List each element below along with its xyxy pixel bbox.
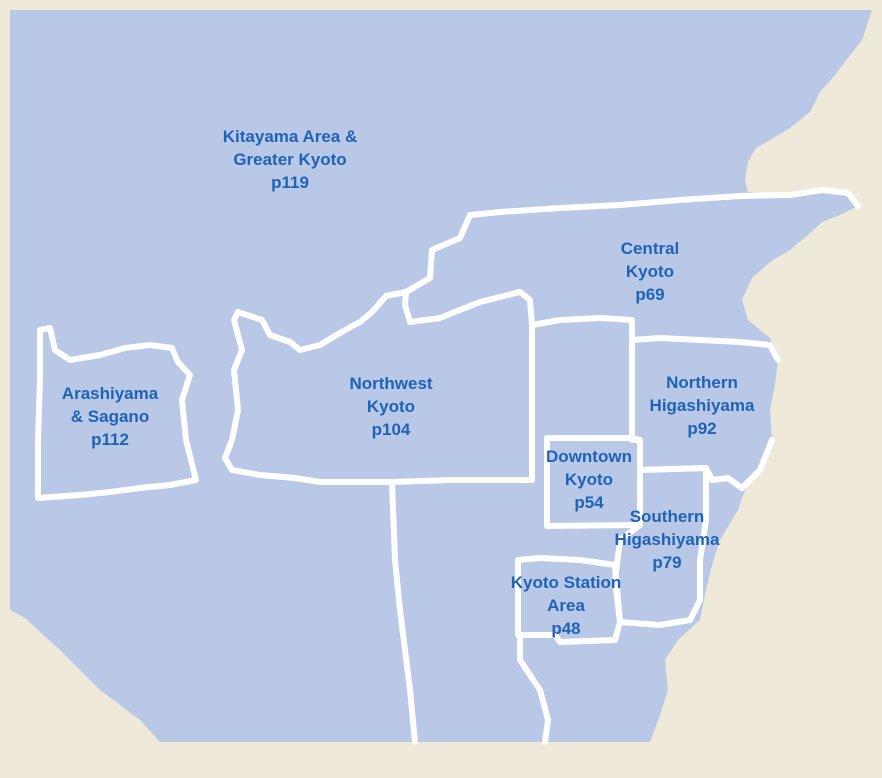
downtown-label-1: Downtown bbox=[546, 447, 632, 466]
central-label-2: Kyoto bbox=[626, 262, 674, 281]
arashiyama-label-2: & Sagano bbox=[71, 407, 149, 426]
boundary-kyoto-station bbox=[515, 555, 623, 645]
southern-higashiyama-page: p79 bbox=[652, 553, 681, 572]
boundary-river bbox=[517, 632, 551, 745]
region-northwest[interactable]: Northwest Kyoto p104 bbox=[349, 374, 432, 439]
northern-higashiyama-label-2: Higashiyama bbox=[650, 396, 755, 415]
downtown-label-2: Kyoto bbox=[565, 470, 613, 489]
boundary-northwest bbox=[222, 289, 535, 485]
boundary-central-north bbox=[403, 187, 861, 295]
central-label-1: Central bbox=[621, 239, 680, 258]
southern-higashiyama-label-1: Southern bbox=[630, 507, 705, 526]
downtown-page: p54 bbox=[574, 493, 604, 512]
boundary-central-west bbox=[529, 315, 781, 363]
boundary-arashiyama bbox=[35, 325, 199, 501]
region-downtown[interactable]: Downtown Kyoto p54 bbox=[546, 447, 632, 512]
kyoto-station-label-2: Area bbox=[547, 596, 585, 615]
kitayama-page: p119 bbox=[271, 173, 309, 192]
region-kyoto-station[interactable]: Kyoto Station Area p48 bbox=[511, 573, 622, 638]
kitayama-label-2: Greater Kyoto bbox=[233, 150, 346, 169]
arashiyama-label-1: Arashiyama bbox=[62, 384, 159, 403]
northern-higashiyama-label-1: Northern bbox=[666, 373, 738, 392]
northern-higashiyama-page: p92 bbox=[687, 419, 716, 438]
arashiyama-page: p112 bbox=[91, 430, 129, 449]
region-central[interactable]: Central Kyoto p69 bbox=[621, 239, 680, 304]
region-kitayama[interactable]: Kitayama Area & Greater Kyoto p119 bbox=[223, 127, 358, 192]
northwest-page: p104 bbox=[372, 420, 411, 439]
kyoto-station-page: p48 bbox=[551, 619, 580, 638]
region-arashiyama[interactable]: Arashiyama & Sagano p112 bbox=[62, 384, 159, 449]
northwest-label-2: Kyoto bbox=[367, 397, 415, 416]
central-page: p69 bbox=[635, 285, 664, 304]
kyoto-station-label-1: Kyoto Station bbox=[511, 573, 622, 592]
region-southern-higashiyama[interactable]: Southern Higashiyama p79 bbox=[615, 507, 720, 572]
region-northern-higashiyama[interactable]: Northern Higashiyama p92 bbox=[650, 373, 755, 438]
land-area bbox=[10, 10, 872, 742]
northwest-label-1: Northwest bbox=[349, 374, 432, 393]
kitayama-label-1: Kitayama Area & bbox=[223, 127, 358, 146]
boundary-south-divider bbox=[389, 479, 418, 745]
southern-higashiyama-label-2: Higashiyama bbox=[615, 530, 720, 549]
